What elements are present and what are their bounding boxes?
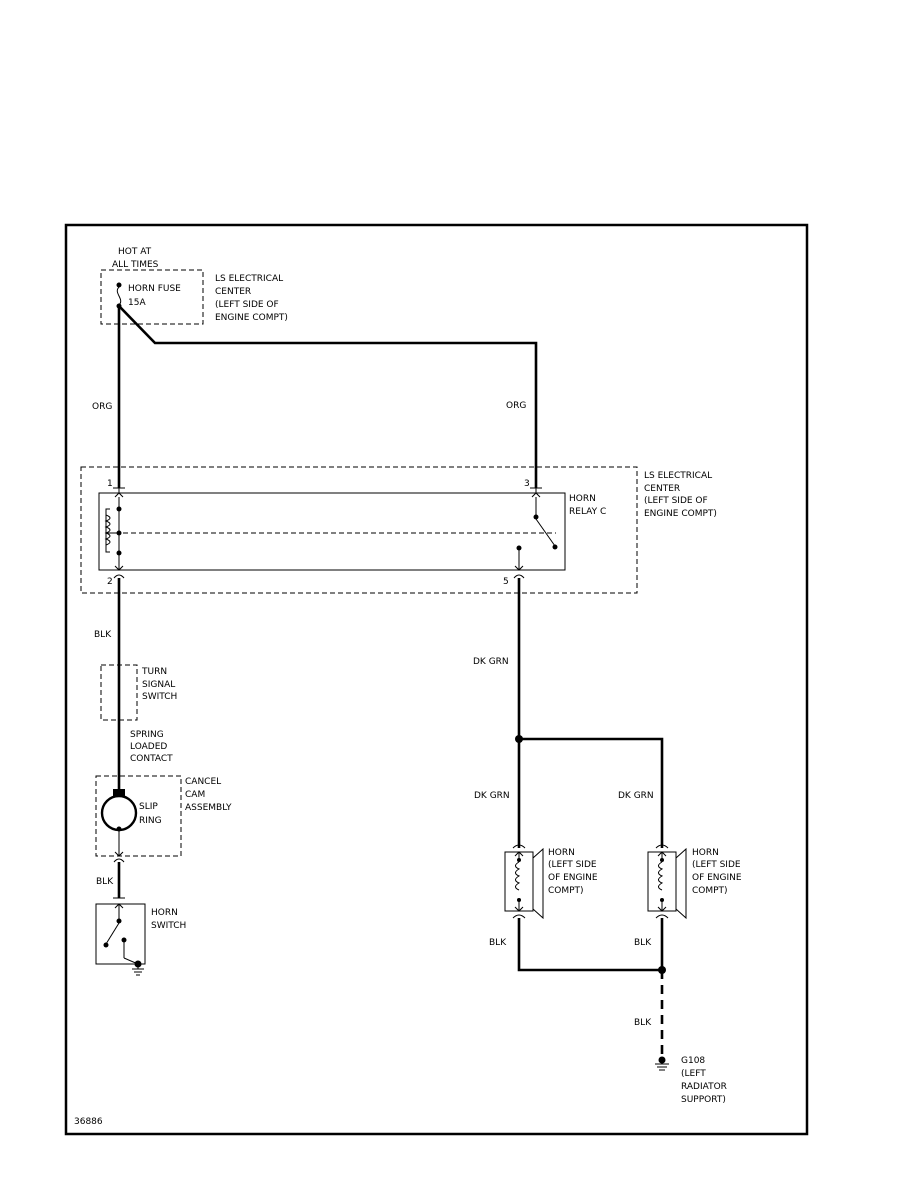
horn-switch-box xyxy=(95,903,146,965)
fuse-dashed-box xyxy=(100,269,204,325)
turn-signal-line1: TURN xyxy=(141,667,167,677)
pin-1-label: 1 xyxy=(107,479,113,489)
figure-number: 36886 xyxy=(74,1117,103,1127)
ls-center-relay-line4: ENGINE COMPT) xyxy=(644,509,717,519)
relay-switch-arm xyxy=(535,518,556,547)
relay-coil-symbol xyxy=(104,514,111,546)
horn-circuit: DK GRN DK GRN DK GRN HORN (LEFT SIDE OF … xyxy=(473,578,742,1105)
blk-switch-label: BLK xyxy=(96,877,114,887)
pin-5-label: 5 xyxy=(503,577,509,587)
slip-ring-line1: SLIP xyxy=(139,802,158,812)
slip-ring-contact xyxy=(113,789,125,797)
blk-horn-left-label: BLK xyxy=(489,938,507,948)
hot-at-label: HOT AT xyxy=(118,247,152,257)
dkgrn-left-label: DK GRN xyxy=(474,791,510,801)
horn-left-line3: OF ENGINE xyxy=(548,873,598,883)
turn-signal-switch-box xyxy=(100,664,138,721)
slip-ring-symbol xyxy=(100,794,138,832)
ls-center-top-line1: LS ELECTRICAL xyxy=(215,274,283,284)
relay-name-line1: HORN xyxy=(569,494,596,504)
horn-switch-arm xyxy=(105,922,120,945)
horn-right-line3: OF ENGINE xyxy=(692,873,742,883)
horn-right: HORN (LEFT SIDE OF ENGINE COMPT) xyxy=(647,844,742,920)
org-right-label: ORG xyxy=(506,401,526,411)
ls-center-relay-line2: CENTER xyxy=(644,484,680,494)
horn-right-bell-icon xyxy=(675,847,687,920)
fuse-rating-label: 15A xyxy=(128,298,146,308)
all-times-label: ALL TIMES xyxy=(112,260,159,270)
horn-switch-ground-icon xyxy=(132,964,144,976)
cancel-cam-box xyxy=(95,775,182,857)
org-left-label: ORG xyxy=(92,402,112,412)
horn-right-line4: COMPT) xyxy=(692,886,728,896)
horn-relay-c: 1 3 2 5 HORN RELAY C LS ELECTRI xyxy=(80,466,717,594)
cancel-cam-line2: CAM xyxy=(185,790,205,800)
ls-center-relay-line3: (LEFT SIDE OF xyxy=(644,496,708,506)
spring-contact-line1: SPRING xyxy=(130,730,164,740)
cancel-cam-line3: ASSEMBLY xyxy=(185,803,232,813)
ls-center-top-line2: CENTER xyxy=(215,287,251,297)
dkgrn-main-label: DK GRN xyxy=(473,657,509,667)
horn-switch-line2: SWITCH xyxy=(151,921,186,931)
horn-right-line1: HORN xyxy=(692,848,719,858)
horn-fuse-block: HOT AT ALL TIMES HORN FUSE 15A LS ELECTR… xyxy=(100,247,288,325)
turn-signal-line2: SIGNAL xyxy=(142,680,175,690)
steering-column-circuit: BLK TURN SIGNAL SWITCH SPRING LOADED CON… xyxy=(94,578,232,976)
horn-left-bell-icon xyxy=(532,847,544,920)
g108-ground-icon xyxy=(655,1060,669,1071)
horn-switch-line1: HORN xyxy=(151,908,178,918)
spring-contact-line3: CONTACT xyxy=(130,754,173,764)
horn-fuse-label: HORN FUSE xyxy=(128,284,181,294)
ls-center-top-line4: ENGINE COMPT) xyxy=(215,313,288,323)
pin-2-label: 2 xyxy=(107,577,113,587)
horn-left-line4: COMPT) xyxy=(548,886,584,896)
horn-right-line2: (LEFT SIDE xyxy=(692,860,741,870)
ground-line1: G108 xyxy=(681,1056,705,1066)
cancel-cam-line1: CANCEL xyxy=(185,777,221,787)
relay-body xyxy=(98,492,566,571)
ls-center-relay-line1: LS ELECTRICAL xyxy=(644,471,712,481)
relay-center-dashed-box xyxy=(80,466,638,594)
ground-line2: (LEFT xyxy=(681,1069,706,1079)
pin-3-label: 3 xyxy=(524,479,530,489)
slip-ring-line2: RING xyxy=(139,816,162,826)
ground-line3: RADIATOR xyxy=(681,1082,727,1092)
diagram-border xyxy=(64,223,809,1136)
blk-ground-label: BLK xyxy=(634,1018,652,1028)
horn-left-line1: HORN xyxy=(548,848,575,858)
fuse-symbol xyxy=(116,286,122,306)
spring-contact-line2: LOADED xyxy=(130,742,167,752)
org-wires: ORG ORG xyxy=(92,305,538,488)
horn-left: HORN (LEFT SIDE OF ENGINE COMPT) xyxy=(504,844,598,920)
blk-upper-label: BLK xyxy=(94,630,112,640)
ground-line4: SUPPORT) xyxy=(681,1095,726,1105)
ls-center-top-line3: (LEFT SIDE OF xyxy=(215,300,279,310)
horn-left-line2: (LEFT SIDE xyxy=(548,860,597,870)
turn-signal-line3: SWITCH xyxy=(142,692,177,702)
relay-name-line2: RELAY C xyxy=(569,507,606,517)
dkgrn-right-label: DK GRN xyxy=(618,791,654,801)
blk-horn-right-label: BLK xyxy=(634,938,652,948)
